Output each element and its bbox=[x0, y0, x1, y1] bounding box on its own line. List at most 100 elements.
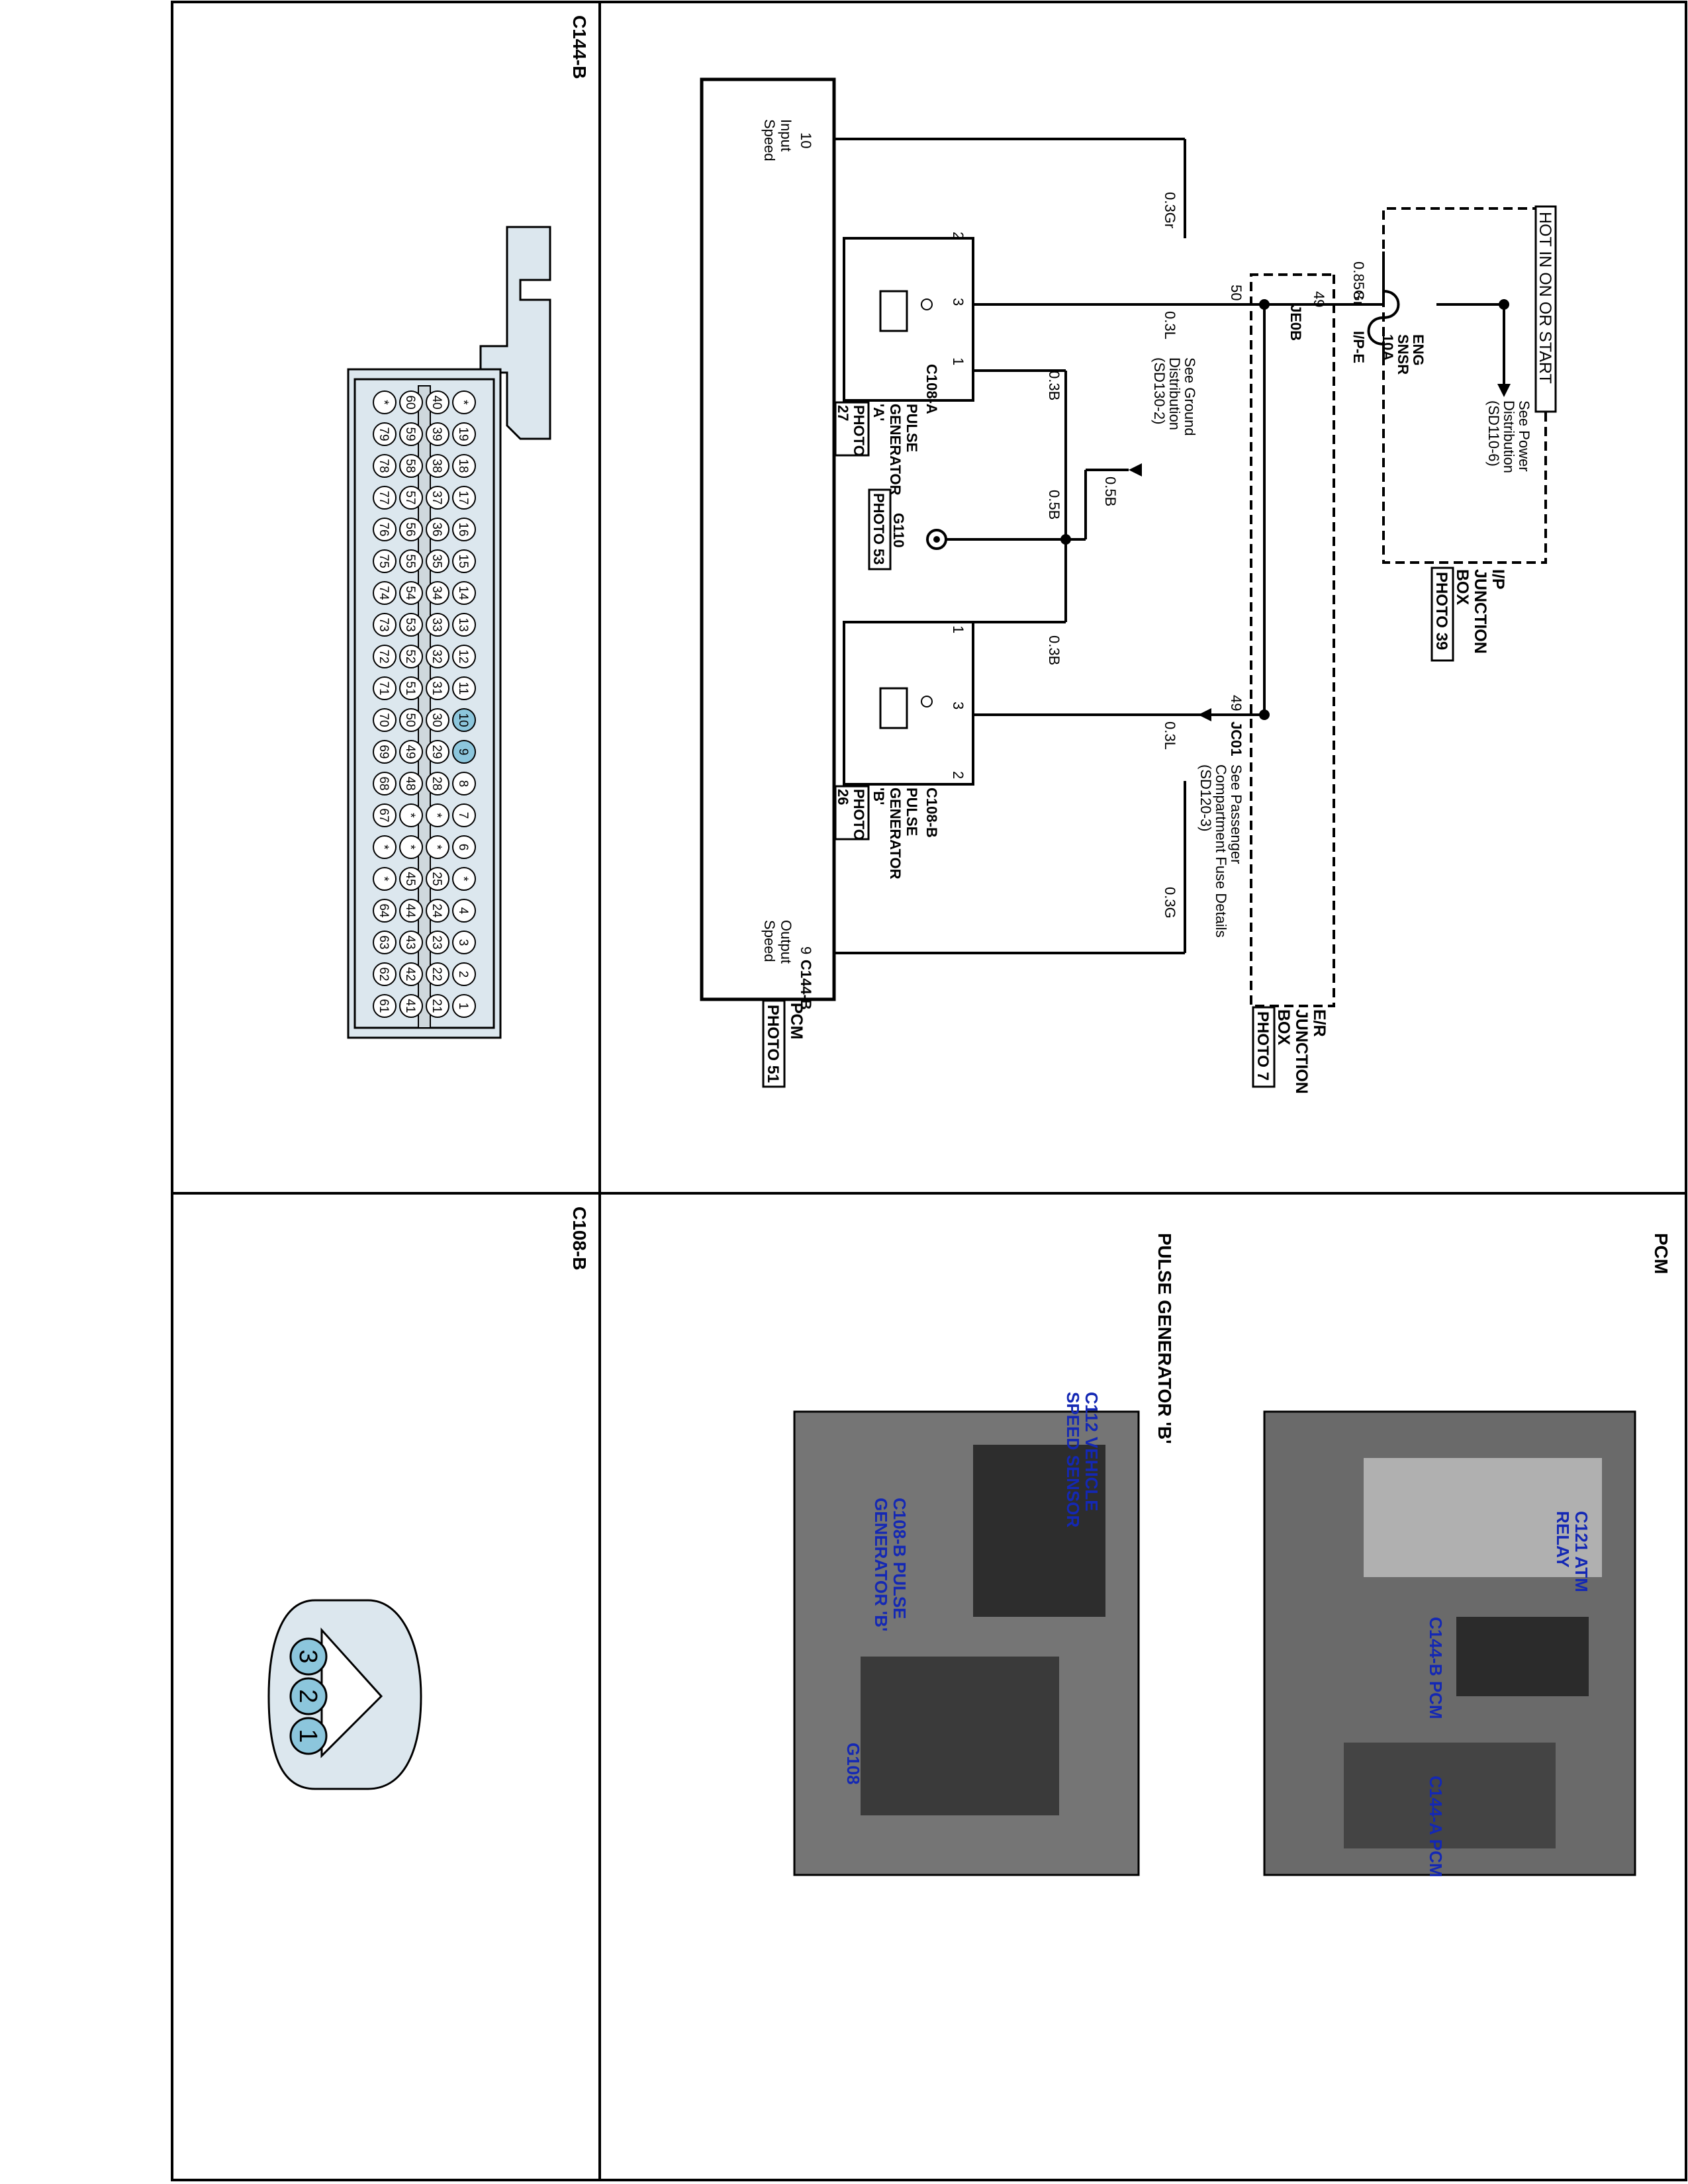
pg-callout-2a: C108-B PULSE bbox=[890, 1498, 910, 1619]
c144b-pin-label: 21 bbox=[430, 999, 444, 1013]
c144b-pin-label: 60 bbox=[403, 395, 417, 409]
c144b-pin-label: 37 bbox=[430, 490, 444, 504]
see-ground-3: (SD130-2) bbox=[1151, 357, 1168, 424]
c144b-pin bbox=[399, 708, 423, 732]
pg-b-name-3: 'B' bbox=[870, 788, 887, 805]
c144b-pin-label: 2 bbox=[456, 971, 470, 978]
c108b-pin bbox=[289, 1677, 328, 1715]
c144b-pin-label: * bbox=[377, 844, 391, 850]
wire-03b-b: 0.3B bbox=[1046, 635, 1062, 665]
c108b-pin-label: 1 bbox=[294, 1729, 322, 1743]
c144b-pin bbox=[426, 931, 449, 954]
c144b-pin-label: 12 bbox=[456, 649, 470, 663]
c144b-pin-label: * bbox=[456, 876, 470, 882]
c144b-pin bbox=[373, 899, 397, 923]
c144b-pin-label: 18 bbox=[456, 459, 470, 473]
ground-photo: PHOTO 53 bbox=[870, 493, 887, 565]
c144b-pin bbox=[399, 803, 423, 827]
c144b-pin-label: 59 bbox=[403, 427, 417, 441]
c144b-pin-label: * bbox=[430, 813, 444, 818]
see-passenger-1: See Passenger bbox=[1228, 764, 1244, 864]
pg-photo-title: PULSE GENERATOR 'B' bbox=[1154, 1233, 1175, 1444]
wire-03l-a: 0.3L bbox=[1162, 311, 1178, 340]
pcm-callout-1a: C121 ATM bbox=[1571, 1511, 1591, 1592]
c144b-pin-label: 75 bbox=[377, 554, 391, 568]
c144b-pin bbox=[373, 645, 397, 668]
c144b-pin bbox=[373, 422, 397, 446]
c144b-pin bbox=[452, 740, 476, 764]
c144b-pin-label: 49 bbox=[403, 745, 417, 758]
c144b-pin bbox=[399, 549, 423, 573]
c144b-pin bbox=[426, 454, 449, 478]
c144b-pin-label: 58 bbox=[403, 459, 417, 473]
c144b-pin bbox=[426, 581, 449, 605]
c144b-pin-label: 32 bbox=[430, 649, 444, 663]
c144b-pin bbox=[426, 835, 449, 859]
c144b-pin bbox=[399, 740, 423, 764]
pcm-pin-10: 10 bbox=[798, 132, 814, 148]
er-junction-box bbox=[1250, 273, 1335, 1007]
c144b-pin-label: 67 bbox=[377, 808, 391, 822]
c144b-pin-label: 62 bbox=[377, 967, 391, 981]
pg-callout-1a: C112 VEHICLE bbox=[1082, 1392, 1102, 1512]
ground-symbol-icon bbox=[926, 529, 947, 550]
pcm-callout-1b: RELAY bbox=[1553, 1511, 1573, 1568]
c144b-pin-label: 8 bbox=[456, 780, 470, 788]
c144b-pin-label: 45 bbox=[403, 872, 417, 886]
fuse-label-3: 10A bbox=[1380, 334, 1396, 361]
c144b-pin bbox=[426, 613, 449, 637]
see-power-1: See Power bbox=[1516, 400, 1532, 472]
c144b-pin-label: 9 bbox=[456, 749, 470, 756]
c144b-pin-grid: *191817161514131211109876*43214039383736… bbox=[373, 385, 476, 1028]
c144b-pin-label: 44 bbox=[403, 903, 417, 918]
c144b-pin-label: 63 bbox=[377, 935, 391, 949]
pulse-generator-b bbox=[843, 621, 974, 786]
power-arrow bbox=[1497, 384, 1511, 397]
see-passenger-2: Compartment Fuse Details bbox=[1213, 764, 1229, 938]
c144b-pin bbox=[373, 931, 397, 954]
c144b-pin bbox=[399, 486, 423, 510]
c144b-pin-label: * bbox=[377, 876, 391, 882]
c144b-pin bbox=[399, 772, 423, 796]
c144b-pin-label: 56 bbox=[403, 522, 417, 536]
c144b-pin bbox=[399, 613, 423, 637]
connector-c144b-view: C144-B *191817161514131211109876*4321403… bbox=[347, 15, 590, 1039]
c144b-pin-label: 34 bbox=[430, 586, 444, 600]
c144b-pin-label: 23 bbox=[430, 935, 444, 949]
c144b-pin-label: * bbox=[403, 844, 417, 850]
ipe-conn: I/P-E bbox=[1350, 331, 1367, 363]
pg-b-name-2: GENERATOR bbox=[887, 788, 904, 880]
c144b-pin bbox=[399, 454, 423, 478]
wire-03g: 0.3G bbox=[1162, 887, 1178, 919]
output-speed-1: Output bbox=[778, 920, 794, 964]
pg-b-photo-2: 26 bbox=[835, 789, 851, 805]
c144b-pin-label: 53 bbox=[403, 617, 417, 631]
see-ground-1: See Ground bbox=[1182, 357, 1198, 436]
splice-dot bbox=[1499, 299, 1509, 310]
c144b-pin bbox=[426, 486, 449, 510]
c144b-pin-label: * bbox=[456, 400, 470, 405]
pin-50: 50 bbox=[1228, 285, 1244, 300]
ipe-pin: 8 bbox=[1350, 291, 1367, 299]
wire-03b-a: 0.3B bbox=[1046, 371, 1062, 400]
ip-box-label-2: JUNCTION bbox=[1471, 569, 1489, 654]
c144b-pin bbox=[373, 708, 397, 732]
c144b-pin bbox=[399, 422, 423, 446]
c144b-pin-label: 10 bbox=[456, 713, 470, 727]
c144b-pin-label: 52 bbox=[403, 649, 417, 663]
pg-callout-1b: SPEED SENSOR bbox=[1063, 1392, 1083, 1527]
c144b-pin bbox=[373, 803, 397, 827]
pcm-pin-9: 9 bbox=[798, 946, 814, 954]
pulse-generator-a bbox=[843, 237, 974, 402]
c144b-pin-label: 42 bbox=[403, 967, 417, 981]
c144b-pin-label: 22 bbox=[430, 967, 444, 981]
c144b-pin bbox=[373, 518, 397, 541]
c144b-pin-label: 72 bbox=[377, 649, 391, 663]
c144b-pin bbox=[373, 835, 397, 859]
connector-c108b-view: C108-B 321 bbox=[267, 1206, 590, 1790]
pg-a-name-2: GENERATOR bbox=[887, 404, 904, 496]
see-power-3: (SD110-6) bbox=[1485, 400, 1502, 467]
c144b-pin bbox=[399, 390, 423, 414]
input-speed-1: Input bbox=[778, 119, 794, 152]
c144b-pin bbox=[426, 390, 449, 414]
